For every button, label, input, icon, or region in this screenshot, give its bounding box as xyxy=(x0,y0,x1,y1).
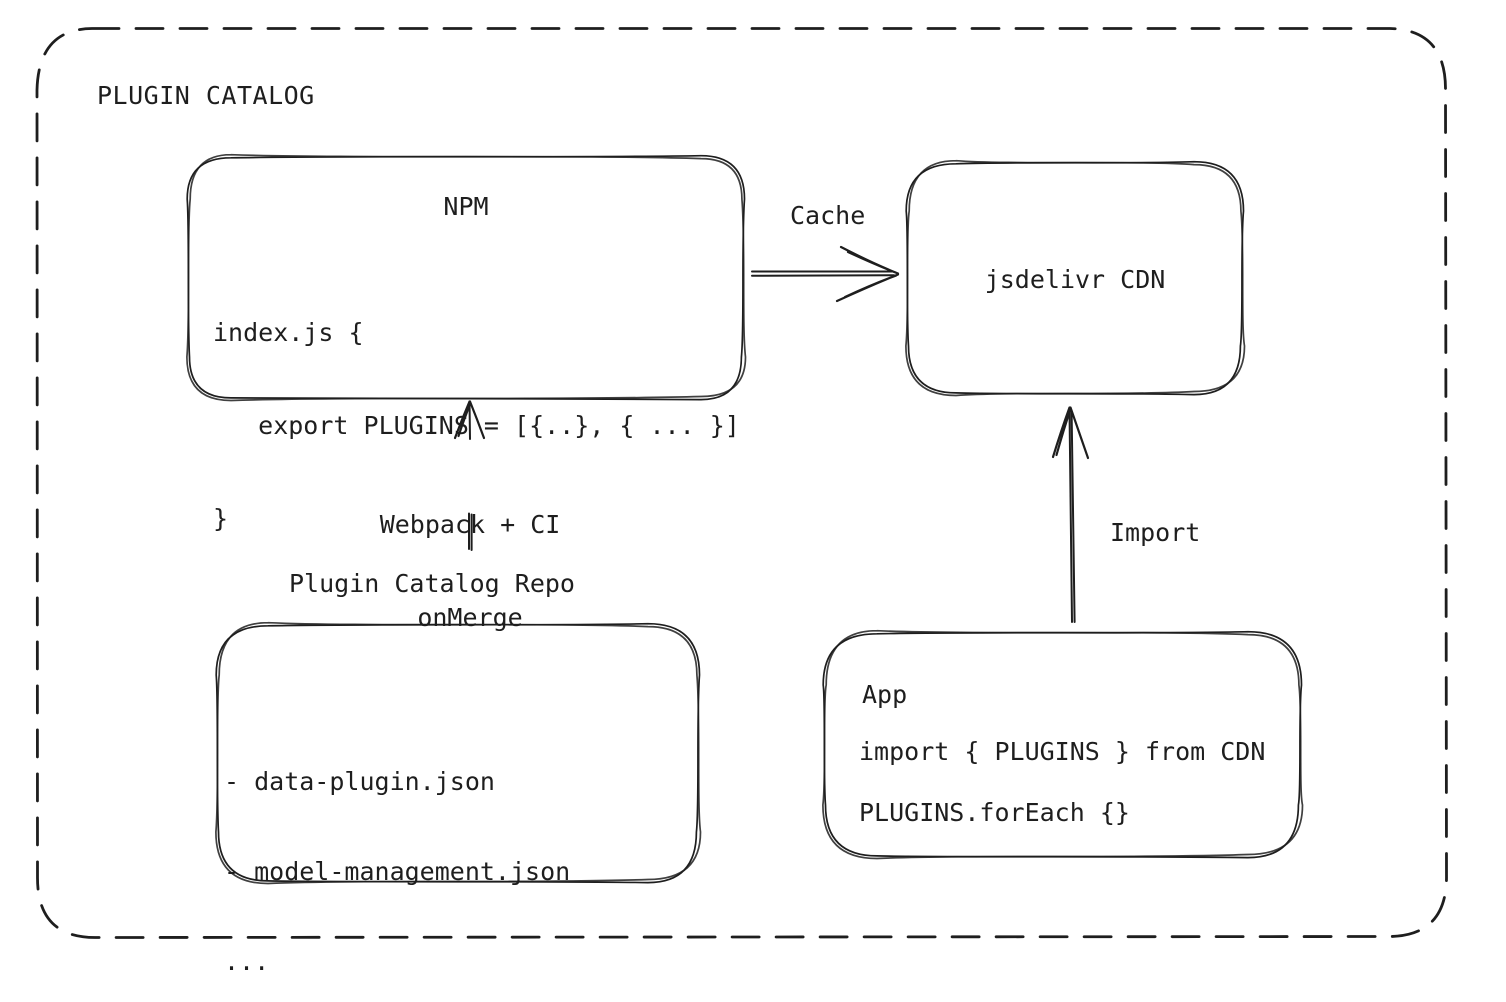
repo-box xyxy=(215,621,702,885)
repo-node-title: Plugin Catalog Repo xyxy=(289,569,575,598)
app-code-line: PLUGINS.forEach {} xyxy=(859,798,1130,827)
cache-arrow-head xyxy=(835,245,900,303)
npm-code-line: export PLUGINS = [{..}, { ... }] xyxy=(213,411,740,440)
npm-box xyxy=(186,153,747,402)
repo-file-item: - data-plugin.json xyxy=(224,767,495,796)
app-box xyxy=(822,629,1304,860)
npm-code-line: } xyxy=(213,504,229,533)
repo-file-list: - data-plugin.json - model-management.js… xyxy=(224,707,570,1002)
cdn-node-title: jsdelivr CDN xyxy=(984,265,1166,294)
npm-code-block: index.js { export PLUGINS = [{..}, { ...… xyxy=(213,255,740,596)
cache-arrow xyxy=(751,245,900,303)
build-arrow xyxy=(453,400,486,551)
cdn-box xyxy=(905,159,1246,397)
import-arrow-label: Import xyxy=(1110,518,1201,547)
app-code-line: import { PLUGINS } from CDN xyxy=(859,737,1266,766)
build-arrow-label: Webpack + CI onMerge xyxy=(380,447,561,695)
app-node-title: App xyxy=(862,680,908,709)
build-arrow-label-line2: onMerge xyxy=(417,603,523,632)
diagram-title: PLUGIN CATALOG xyxy=(97,81,315,110)
npm-code-line: index.js { xyxy=(213,318,364,347)
cache-arrow-label: Cache xyxy=(790,201,866,230)
build-arrow-label-line1: Webpack + CI xyxy=(379,510,561,539)
import-arrow-head xyxy=(1051,406,1090,460)
import-arrow xyxy=(1051,406,1090,623)
repo-file-item: ... xyxy=(224,947,270,976)
repo-file-item: - model-management.json xyxy=(224,857,571,886)
build-arrow-head xyxy=(453,400,486,440)
npm-node-title: NPM xyxy=(443,192,489,221)
